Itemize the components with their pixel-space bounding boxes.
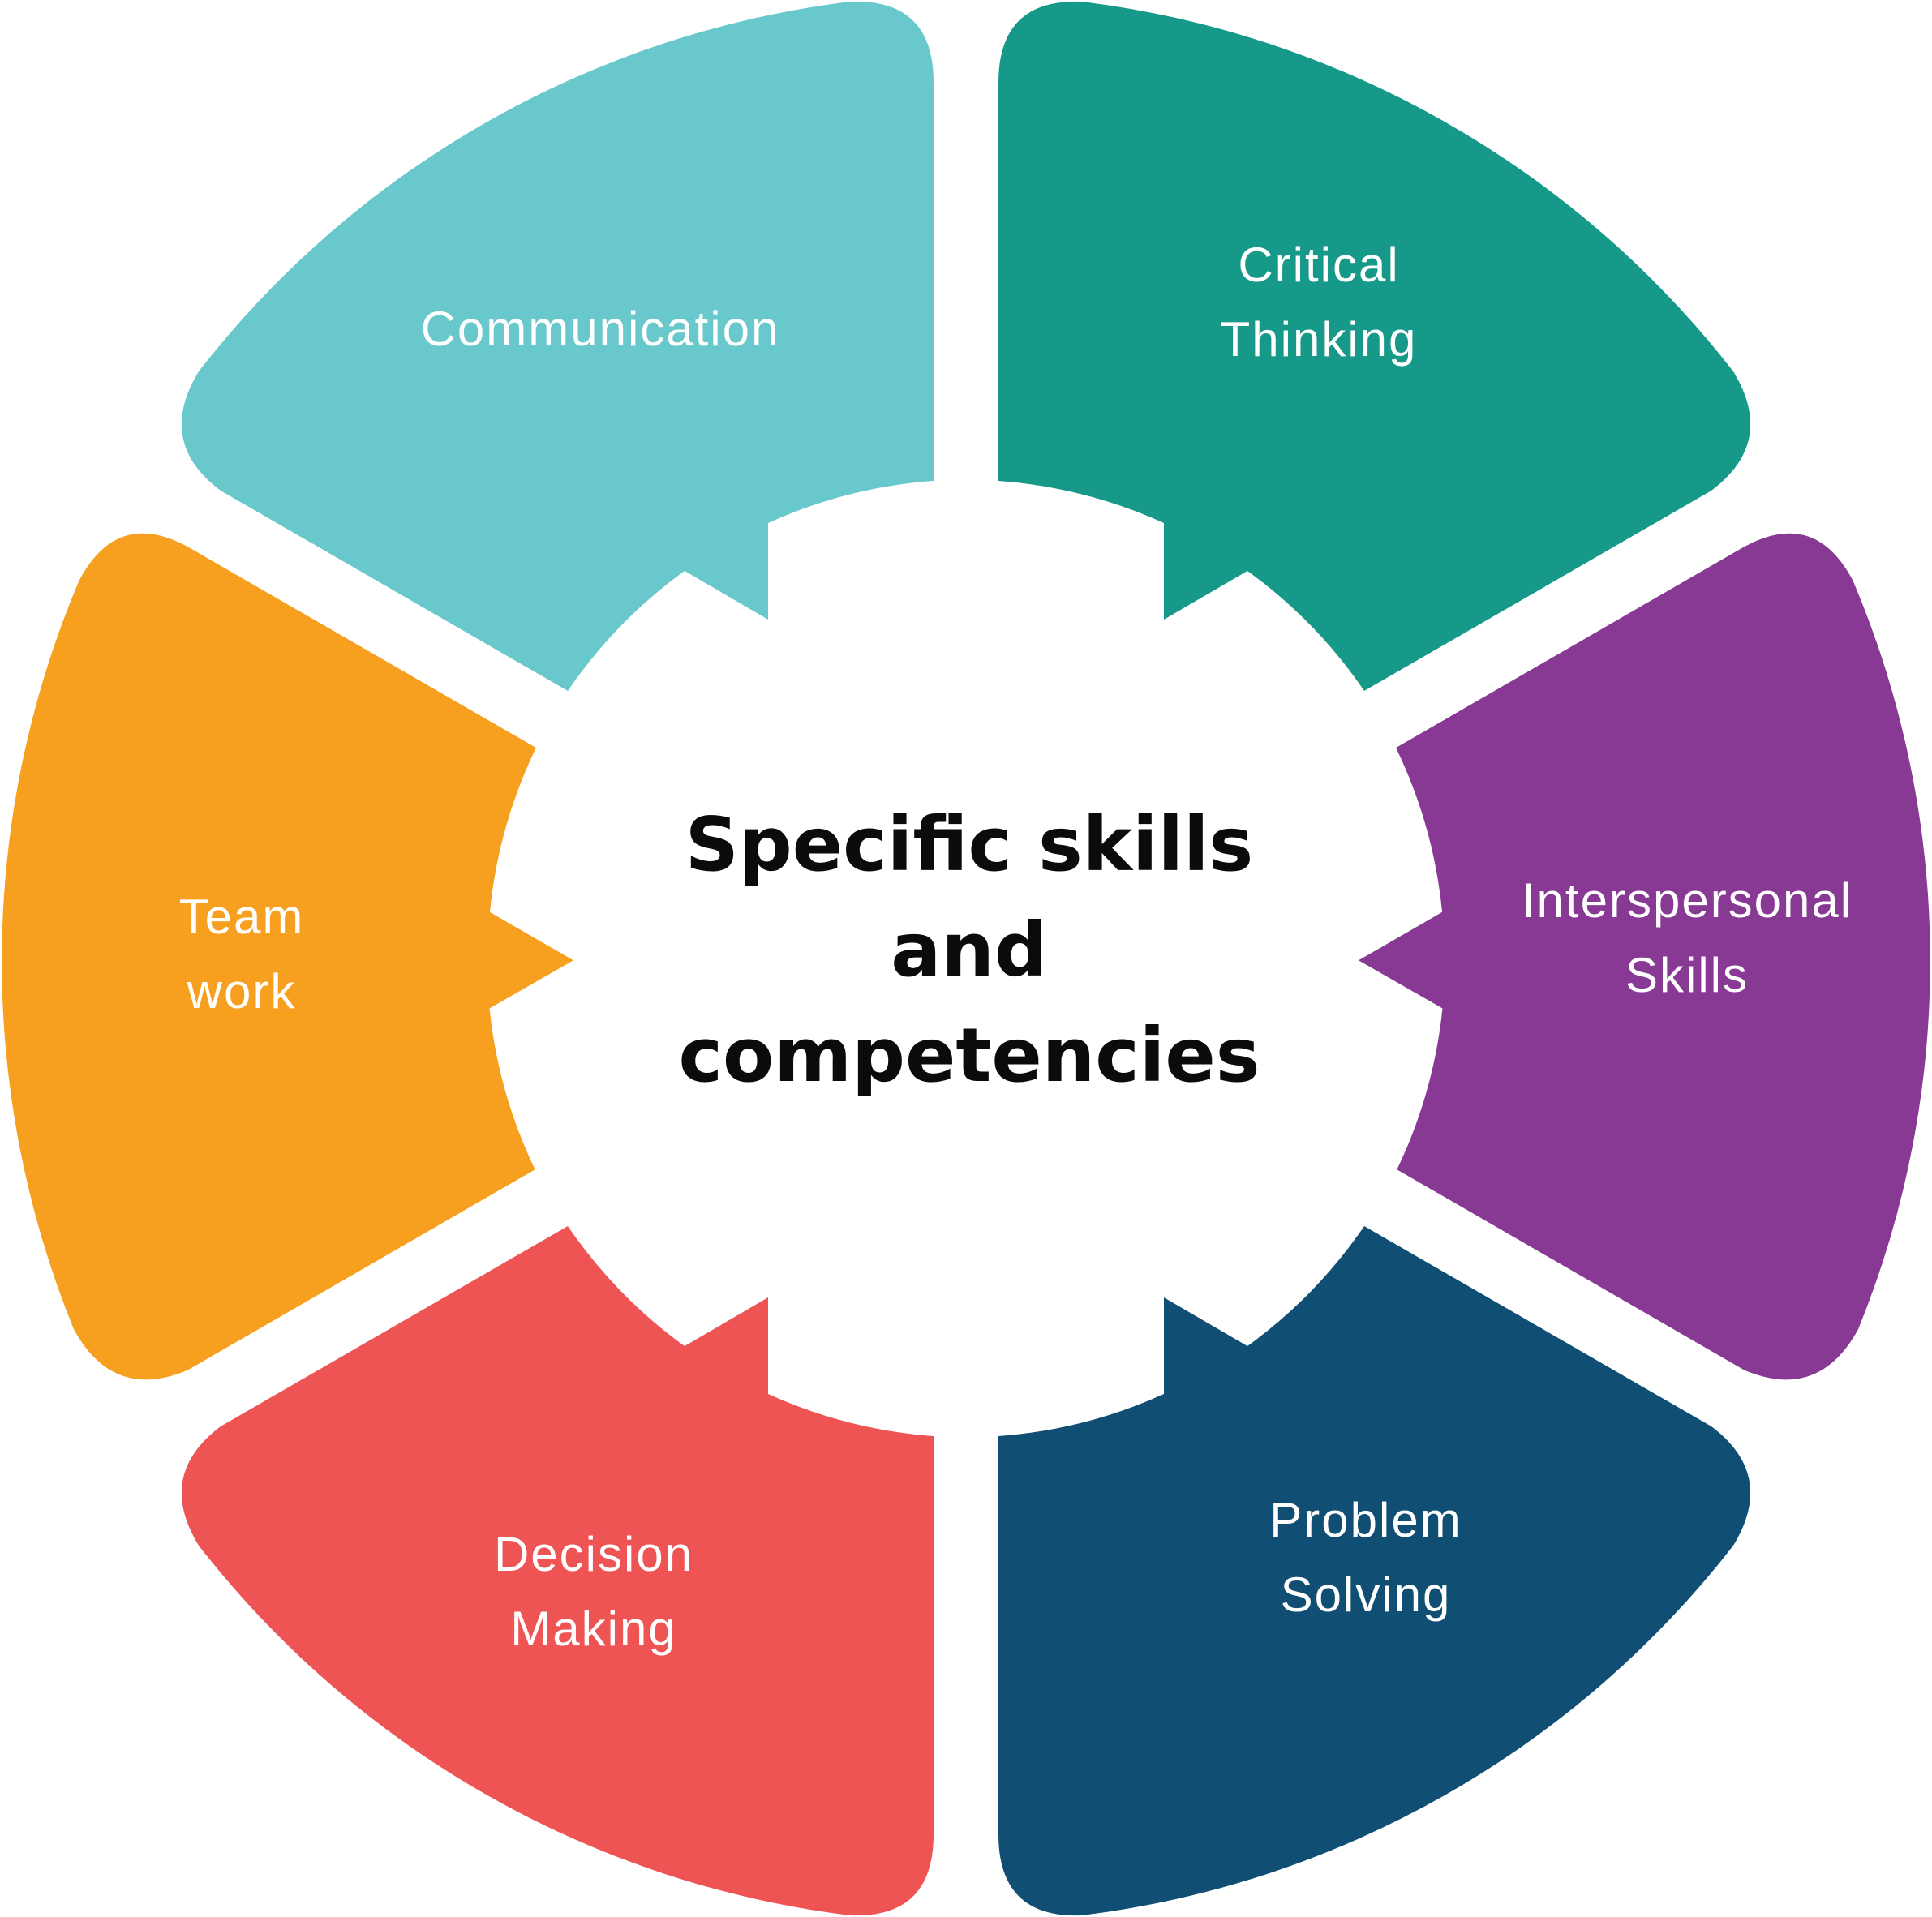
- segment-label-interspersonal-skills-line-1: Interspersonal: [1522, 873, 1853, 928]
- segment-shape-decision-making: [181, 1226, 934, 1916]
- center-title: Specific skills and competencies: [679, 801, 1260, 1099]
- segment-label-decision-making-line-1: Decision: [494, 1527, 693, 1581]
- segment-label-decision-making-line-2: Making: [510, 1602, 676, 1656]
- center-title-line-3: competencies: [679, 1012, 1260, 1099]
- center-title-line-2: and: [891, 907, 1047, 993]
- segment-label-critical-thinking-line-1: Critical: [1238, 238, 1399, 292]
- segment-shape-team-work: [2, 533, 574, 1380]
- segment-shape-interspersonal-skills: [1358, 533, 1930, 1380]
- segment-label-problem-solving-line-1: Problem: [1269, 1493, 1462, 1547]
- segment-communication: Communication: [181, 1, 934, 691]
- center-title-line-1: Specific skills: [685, 801, 1254, 888]
- segment-label-interspersonal-skills-line-2: Skills: [1625, 948, 1749, 1002]
- segment-shape-critical-thinking: [998, 1, 1751, 691]
- segment-shape-problem-solving: [998, 1226, 1751, 1916]
- segment-label-problem-solving-line-2: Solving: [1281, 1567, 1452, 1622]
- segment-team-work: Team work: [2, 533, 574, 1380]
- segment-label-team-work-line-2: work: [187, 964, 297, 1019]
- segment-label-critical-thinking-line-2: Thinking: [1221, 312, 1418, 367]
- segment-label-communication-line-1: Communication: [421, 302, 780, 356]
- segment-label-team-work-line-1: Team: [179, 890, 305, 944]
- segment-shape-communication: [181, 1, 934, 691]
